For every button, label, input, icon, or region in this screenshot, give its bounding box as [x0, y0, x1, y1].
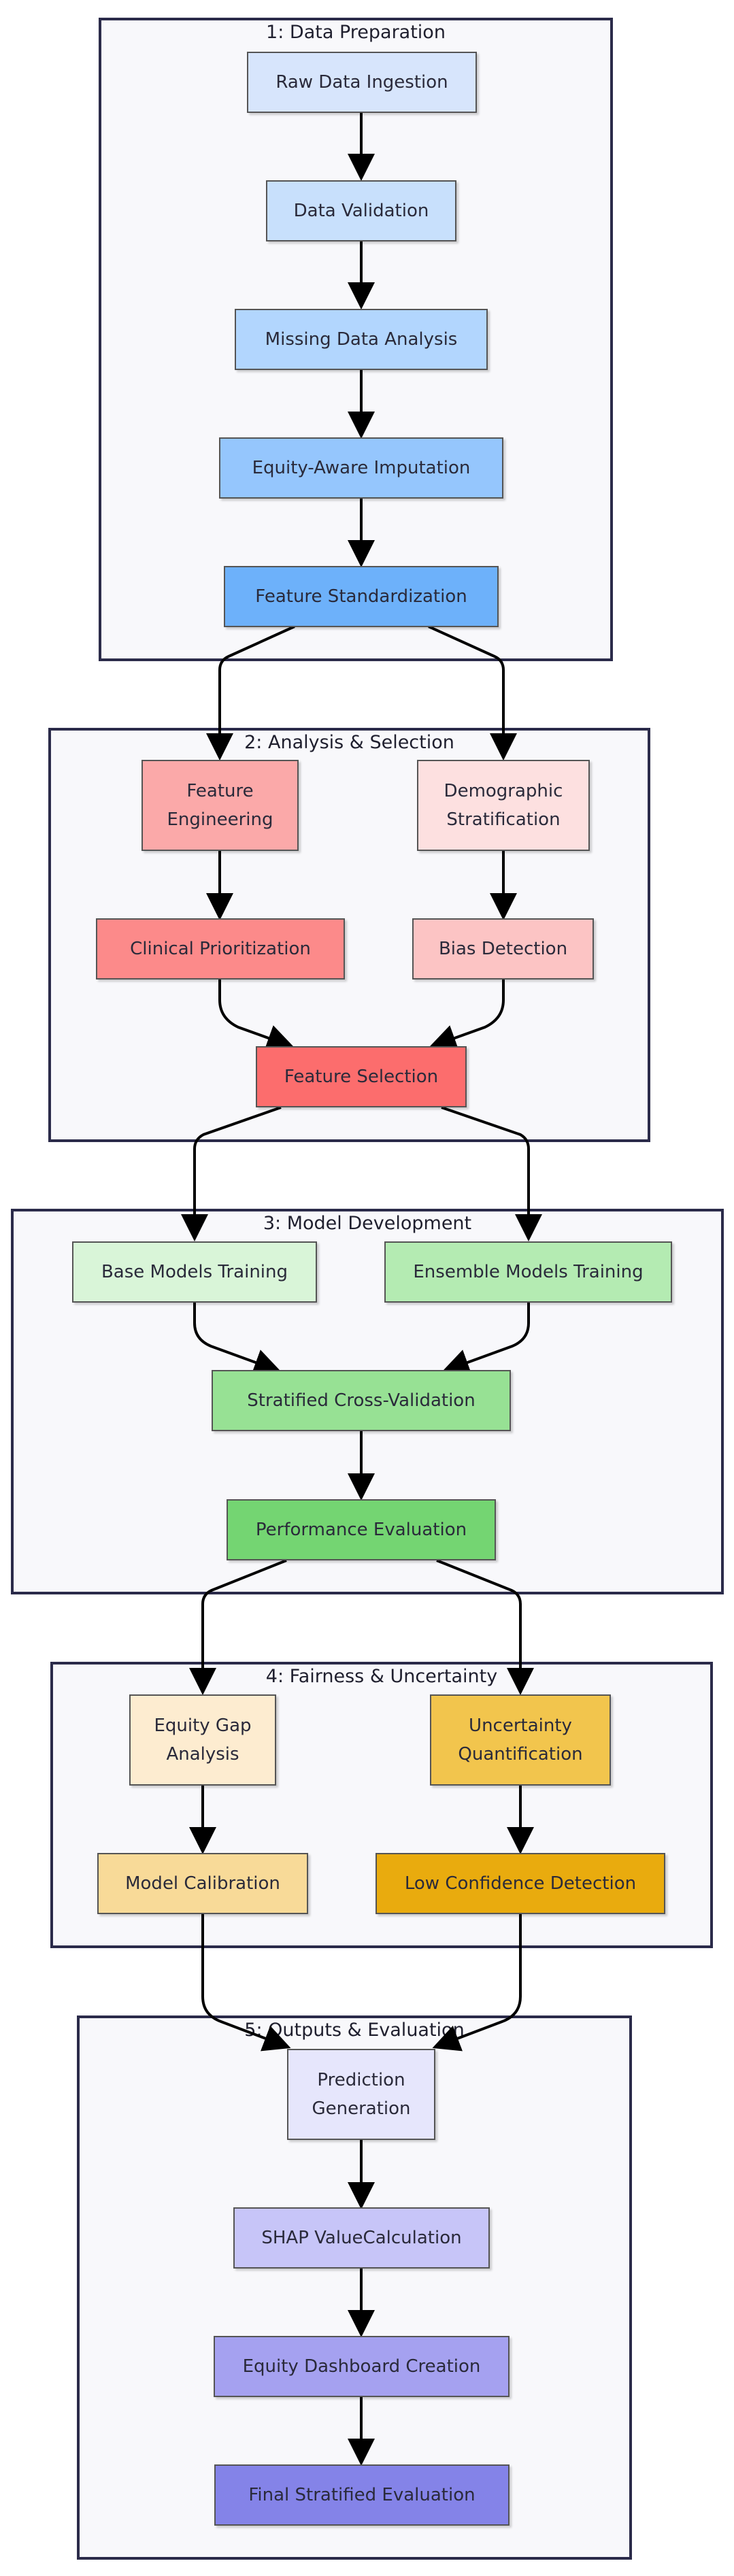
- node-uncertainty-quantification[interactable]: Uncertainty Quantification: [430, 1694, 611, 1786]
- node-shap-value-calculation[interactable]: SHAP ValueCalculation: [233, 2207, 490, 2269]
- node-feature-engineering[interactable]: Feature Engineering: [141, 760, 299, 851]
- node-demographic-stratification[interactable]: Demographic Stratification: [417, 760, 590, 851]
- cluster-title: 4: Fairness & Uncertainty: [265, 1666, 498, 1687]
- node-raw-data-ingestion[interactable]: Raw Data Ingestion: [247, 52, 477, 113]
- cluster-title: 2: Analysis & Selection: [244, 732, 454, 753]
- node-final-stratified-evaluation[interactable]: Final Stratified Evaluation: [214, 2464, 510, 2526]
- node-bias-detection[interactable]: Bias Detection: [412, 918, 594, 980]
- cluster-title: 1: Data Preparation: [266, 22, 446, 43]
- cluster-title: 3: Model Development: [263, 1213, 472, 1234]
- node-low-confidence-detection[interactable]: Low Confidence Detection: [376, 1853, 665, 1914]
- node-equity-gap-analysis[interactable]: Equity Gap Analysis: [129, 1694, 276, 1786]
- node-data-validation[interactable]: Data Validation: [266, 180, 456, 241]
- node-clinical-prioritization[interactable]: Clinical Prioritization: [96, 918, 345, 980]
- node-base-models-training[interactable]: Base Models Training: [72, 1241, 317, 1303]
- node-prediction-generation[interactable]: Prediction Generation: [287, 2049, 435, 2140]
- node-feature-selection[interactable]: Feature Selection: [256, 1046, 467, 1107]
- node-ensemble-models-training[interactable]: Ensemble Models Training: [384, 1241, 672, 1303]
- node-equity-aware-imputation[interactable]: Equity-Aware Imputation: [219, 437, 503, 499]
- node-performance-evaluation[interactable]: Performance Evaluation: [227, 1499, 496, 1560]
- node-model-calibration[interactable]: Model Calibration: [97, 1853, 308, 1914]
- node-feature-standardization[interactable]: Feature Standardization: [224, 566, 499, 627]
- cluster-title: 5: Outputs & Evaluation: [244, 2020, 465, 2041]
- node-missing-data-analysis[interactable]: Missing Data Analysis: [235, 309, 488, 370]
- node-equity-dashboard-creation[interactable]: Equity Dashboard Creation: [214, 2336, 510, 2397]
- node-stratified-cross-validation[interactable]: Stratified Cross-Validation: [212, 1370, 511, 1431]
